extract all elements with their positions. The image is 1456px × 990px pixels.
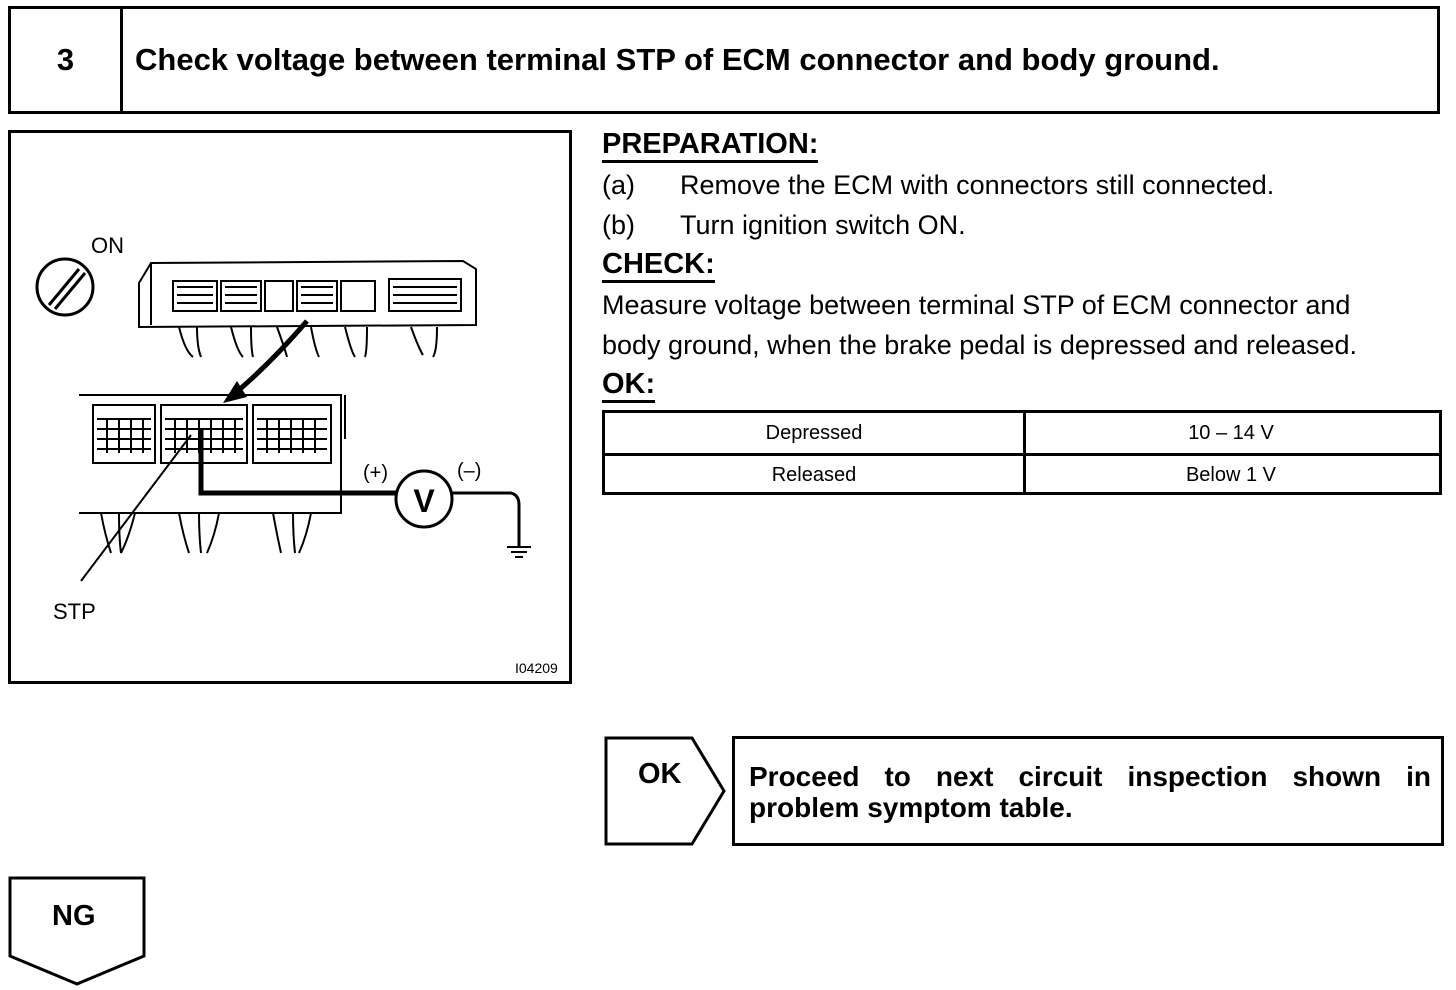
voltmeter-symbol: V bbox=[413, 483, 435, 519]
table-row: Released Below 1 V bbox=[605, 455, 1439, 495]
table-row: Depressed 10 – 14 V bbox=[605, 413, 1439, 456]
step-text: Turn ignition switch ON. bbox=[680, 210, 966, 240]
ground-wire bbox=[452, 491, 521, 547]
ecm-connector-enlarged bbox=[79, 394, 346, 554]
condition-cell: Depressed bbox=[605, 413, 1026, 453]
ecm-connector-figure: ON V bbox=[8, 130, 572, 684]
step-header: 3 Check voltage between terminal STP of … bbox=[8, 6, 1440, 114]
arrow-badge-shape bbox=[8, 876, 146, 986]
stp-probe-wire bbox=[198, 429, 397, 496]
check-line-1: Measure voltage between terminal STP of … bbox=[602, 290, 1351, 320]
figure-code: I04209 bbox=[515, 660, 558, 676]
step-title: Check voltage between terminal STP of EC… bbox=[135, 42, 1220, 77]
preparation-step-b: (b) Turn ignition switch ON. bbox=[602, 205, 966, 245]
ng-result-badge[interactable]: NG bbox=[8, 876, 148, 988]
check-line-2: body ground, when the brake pedal is dep… bbox=[602, 330, 1358, 360]
arrow-badge-shape bbox=[604, 736, 726, 846]
check-heading: CHECK: bbox=[602, 248, 715, 283]
stp-leader-line bbox=[80, 434, 192, 582]
ok-label: OK bbox=[638, 758, 682, 790]
ok-result-badge[interactable]: OK bbox=[604, 736, 728, 846]
step-number: 3 bbox=[11, 9, 123, 111]
ok-result-box: Proceed to next circuit inspection shown… bbox=[732, 736, 1444, 846]
ecm-diagram: ON V bbox=[35, 233, 558, 676]
ignition-switch-icon bbox=[35, 257, 95, 317]
ecm-unit-small bbox=[138, 259, 477, 358]
value-cell: Below 1 V bbox=[1185, 463, 1277, 486]
step-text: Remove the ECM with connectors still con… bbox=[680, 170, 1275, 200]
value-cell: 10 – 14 V bbox=[1188, 421, 1274, 444]
preparation-heading: PREPARATION: bbox=[602, 128, 819, 163]
zoom-arrow bbox=[231, 319, 309, 397]
ng-label: NG bbox=[52, 900, 96, 932]
ok-spec-heading: OK: bbox=[602, 368, 656, 403]
ok-spec-table: Depressed 10 – 14 V Released Below 1 V bbox=[602, 410, 1442, 495]
plus-label: (+) bbox=[363, 462, 388, 484]
minus-label: (–) bbox=[457, 460, 481, 482]
step-label: (b) bbox=[602, 210, 635, 240]
voltmeter-icon bbox=[394, 469, 454, 529]
condition-cell: Released bbox=[605, 455, 1026, 495]
step-label: (a) bbox=[602, 170, 635, 200]
ground-icon bbox=[507, 546, 531, 558]
ok-result-text: Proceed to next circuit inspection shown… bbox=[749, 761, 1431, 823]
stp-terminal-label: STP bbox=[53, 599, 96, 624]
ignition-on-label: ON bbox=[91, 233, 124, 258]
preparation-step-a: (a) Remove the ECM with connectors still … bbox=[602, 165, 1274, 205]
zoom-arrow-head bbox=[223, 381, 247, 403]
